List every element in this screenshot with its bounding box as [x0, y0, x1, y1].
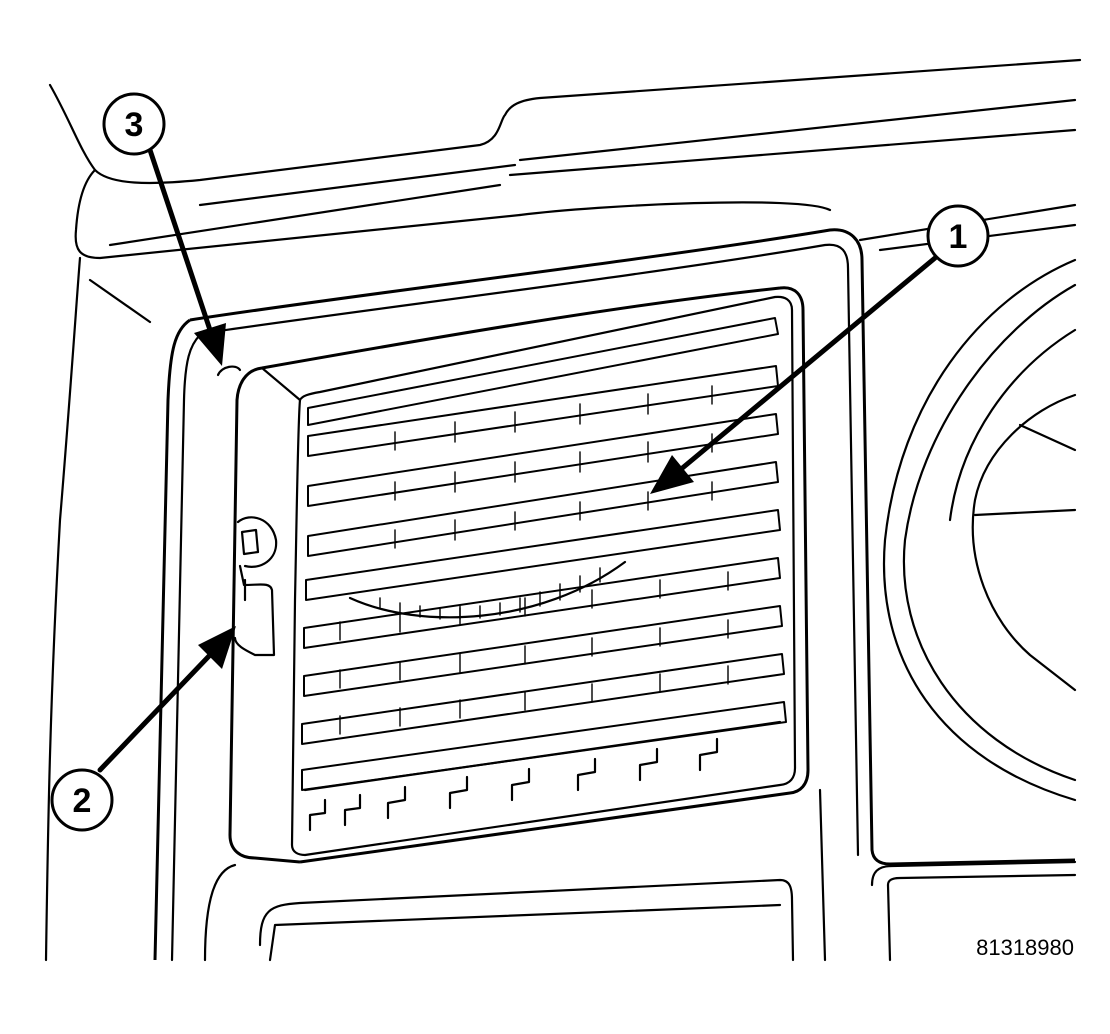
locating-hole	[216, 365, 242, 377]
arrowhead-1	[650, 455, 694, 494]
bezel	[153, 228, 1077, 962]
callout-2-label: 2	[73, 782, 92, 820]
arrowhead-3	[194, 323, 226, 366]
callout-1: 1	[926, 204, 990, 268]
arrowhead-2	[198, 626, 236, 669]
leader-lines	[97, 147, 938, 773]
callout-1-label: 1	[949, 218, 968, 256]
callout-3: 3	[102, 92, 166, 156]
leader-3	[147, 147, 213, 333]
vent-housing	[228, 286, 810, 864]
dashboard-outline	[44, 58, 1082, 962]
bottom-vanes	[303, 720, 782, 832]
callout-3-label: 3	[125, 106, 144, 144]
adjustment-wheel	[348, 560, 627, 620]
figure-number: 81318980	[976, 935, 1074, 960]
retaining-clip	[233, 516, 278, 657]
callout-2: 2	[50, 768, 114, 832]
leader-2	[97, 652, 213, 773]
vertical-vanes	[339, 385, 729, 735]
adjacent-gauge	[882, 258, 1077, 802]
louver-slats	[301, 317, 787, 791]
leader-1	[677, 255, 938, 473]
